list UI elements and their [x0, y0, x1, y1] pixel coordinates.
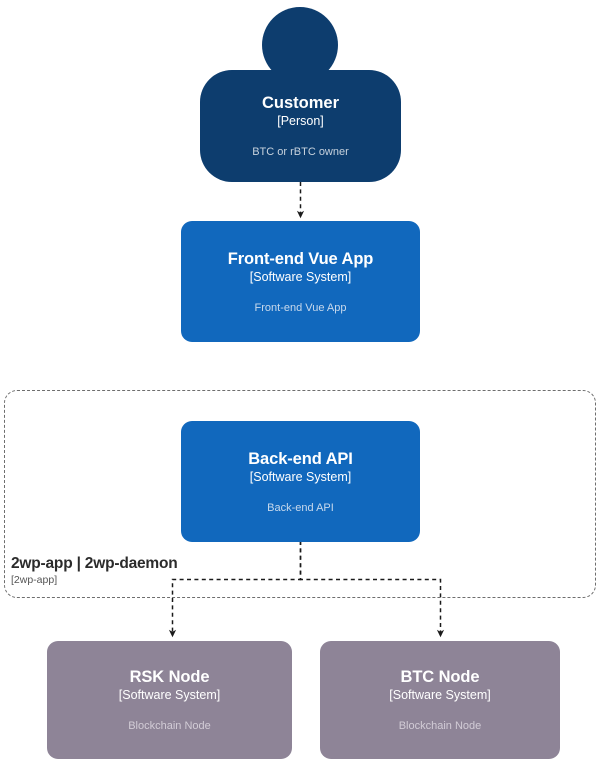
system-rsk-node[interactable]: RSK Node [Software System] Blockchain No… — [47, 641, 292, 759]
system-description: Front-end Vue App — [254, 301, 347, 314]
boundary-name: 2wp-app | 2wp-daemon — [11, 555, 178, 572]
system-type: [Software System] — [249, 269, 352, 284]
system-name: Front-end Vue App — [227, 249, 374, 268]
node-description: Blockchain Node — [398, 720, 482, 732]
person-type: [Person] — [277, 114, 324, 128]
person-name: Customer — [261, 94, 339, 112]
system-description: Back-end API — [267, 501, 334, 514]
node-description: Blockchain Node — [128, 720, 211, 732]
boundary-label: 2wp-app | 2wp-daemon [2wp-app] — [11, 554, 178, 587]
system-type: [Software System] — [249, 469, 352, 484]
system-name: Back-end API — [248, 449, 353, 468]
system-btc-node[interactable]: BTC Node [Software System] Blockchain No… — [320, 641, 560, 759]
node-type: [Software System] — [118, 688, 221, 702]
boundary-type: [2wp-app] — [11, 574, 58, 586]
boundary-2wp-app — [4, 390, 596, 598]
node-type: [Software System] — [389, 688, 491, 702]
person-customer[interactable]: Customer [Person] BTC or rBTC owner — [200, 70, 401, 182]
node-name: BTC Node — [400, 668, 480, 686]
system-frontend-vue-app[interactable]: Front-end Vue App [Software System] Fron… — [181, 221, 420, 342]
node-name: RSK Node — [129, 668, 210, 686]
person-description: BTC or rBTC owner — [252, 146, 349, 158]
system-backend-api[interactable]: Back-end API [Software System] Back-end … — [181, 421, 420, 542]
